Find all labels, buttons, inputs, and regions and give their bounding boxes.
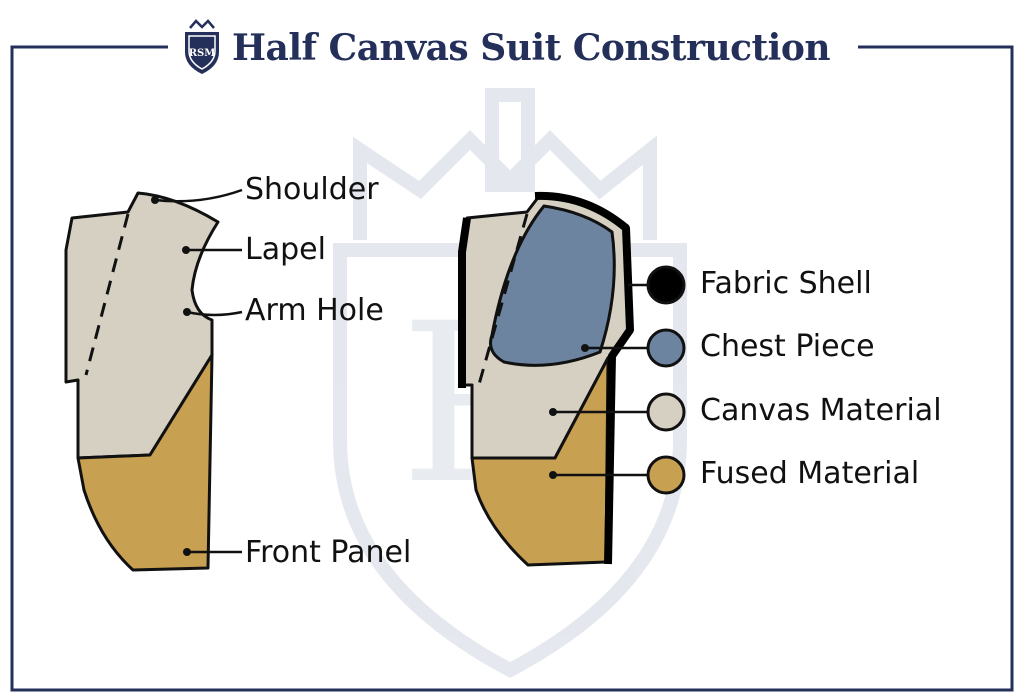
- swatch-fused-material: [646, 455, 686, 495]
- left-canvas-panel: [64, 191, 220, 460]
- swatch-chest-piece: [646, 328, 686, 368]
- left-callout-lines: [154, 188, 243, 554]
- right-fabric-shell-edge: [458, 191, 634, 565]
- legend-label-fused-material: Fused Material: [700, 456, 920, 491]
- right-dart-line: [476, 213, 529, 389]
- right-jacket-diagram: [458, 191, 634, 567]
- left-jacket-diagram: [64, 191, 220, 572]
- left-fused-panel: [76, 353, 214, 572]
- swatch-fabric-shell: [646, 265, 686, 305]
- page-title: Half Canvas Suit Construction: [232, 27, 831, 69]
- rsm-shield-logo: RSM: [185, 19, 219, 74]
- swatch-canvas-material: [646, 392, 686, 432]
- frame-border: [10, 45, 1014, 692]
- legend-swatches: [646, 265, 686, 495]
- legend-label-fabric-shell: Fabric Shell: [700, 266, 872, 301]
- legend-label-chest-piece: Chest Piece: [700, 329, 875, 364]
- callout-shoulder: Shoulder: [245, 172, 379, 207]
- callout-front-panel: Front Panel: [245, 535, 412, 570]
- left-dart-line: [84, 213, 130, 376]
- callout-lapel: Lapel: [245, 232, 326, 267]
- callout-arm-hole: Arm Hole: [245, 293, 384, 328]
- right-callout-dots: [549, 344, 589, 479]
- right-chest-piece: [489, 204, 616, 367]
- left-callout-dots: [151, 196, 191, 556]
- right-callout-lines: [553, 283, 648, 477]
- logo-text: RSM: [189, 48, 216, 59]
- legend-label-canvas-material: Canvas Material: [700, 393, 942, 428]
